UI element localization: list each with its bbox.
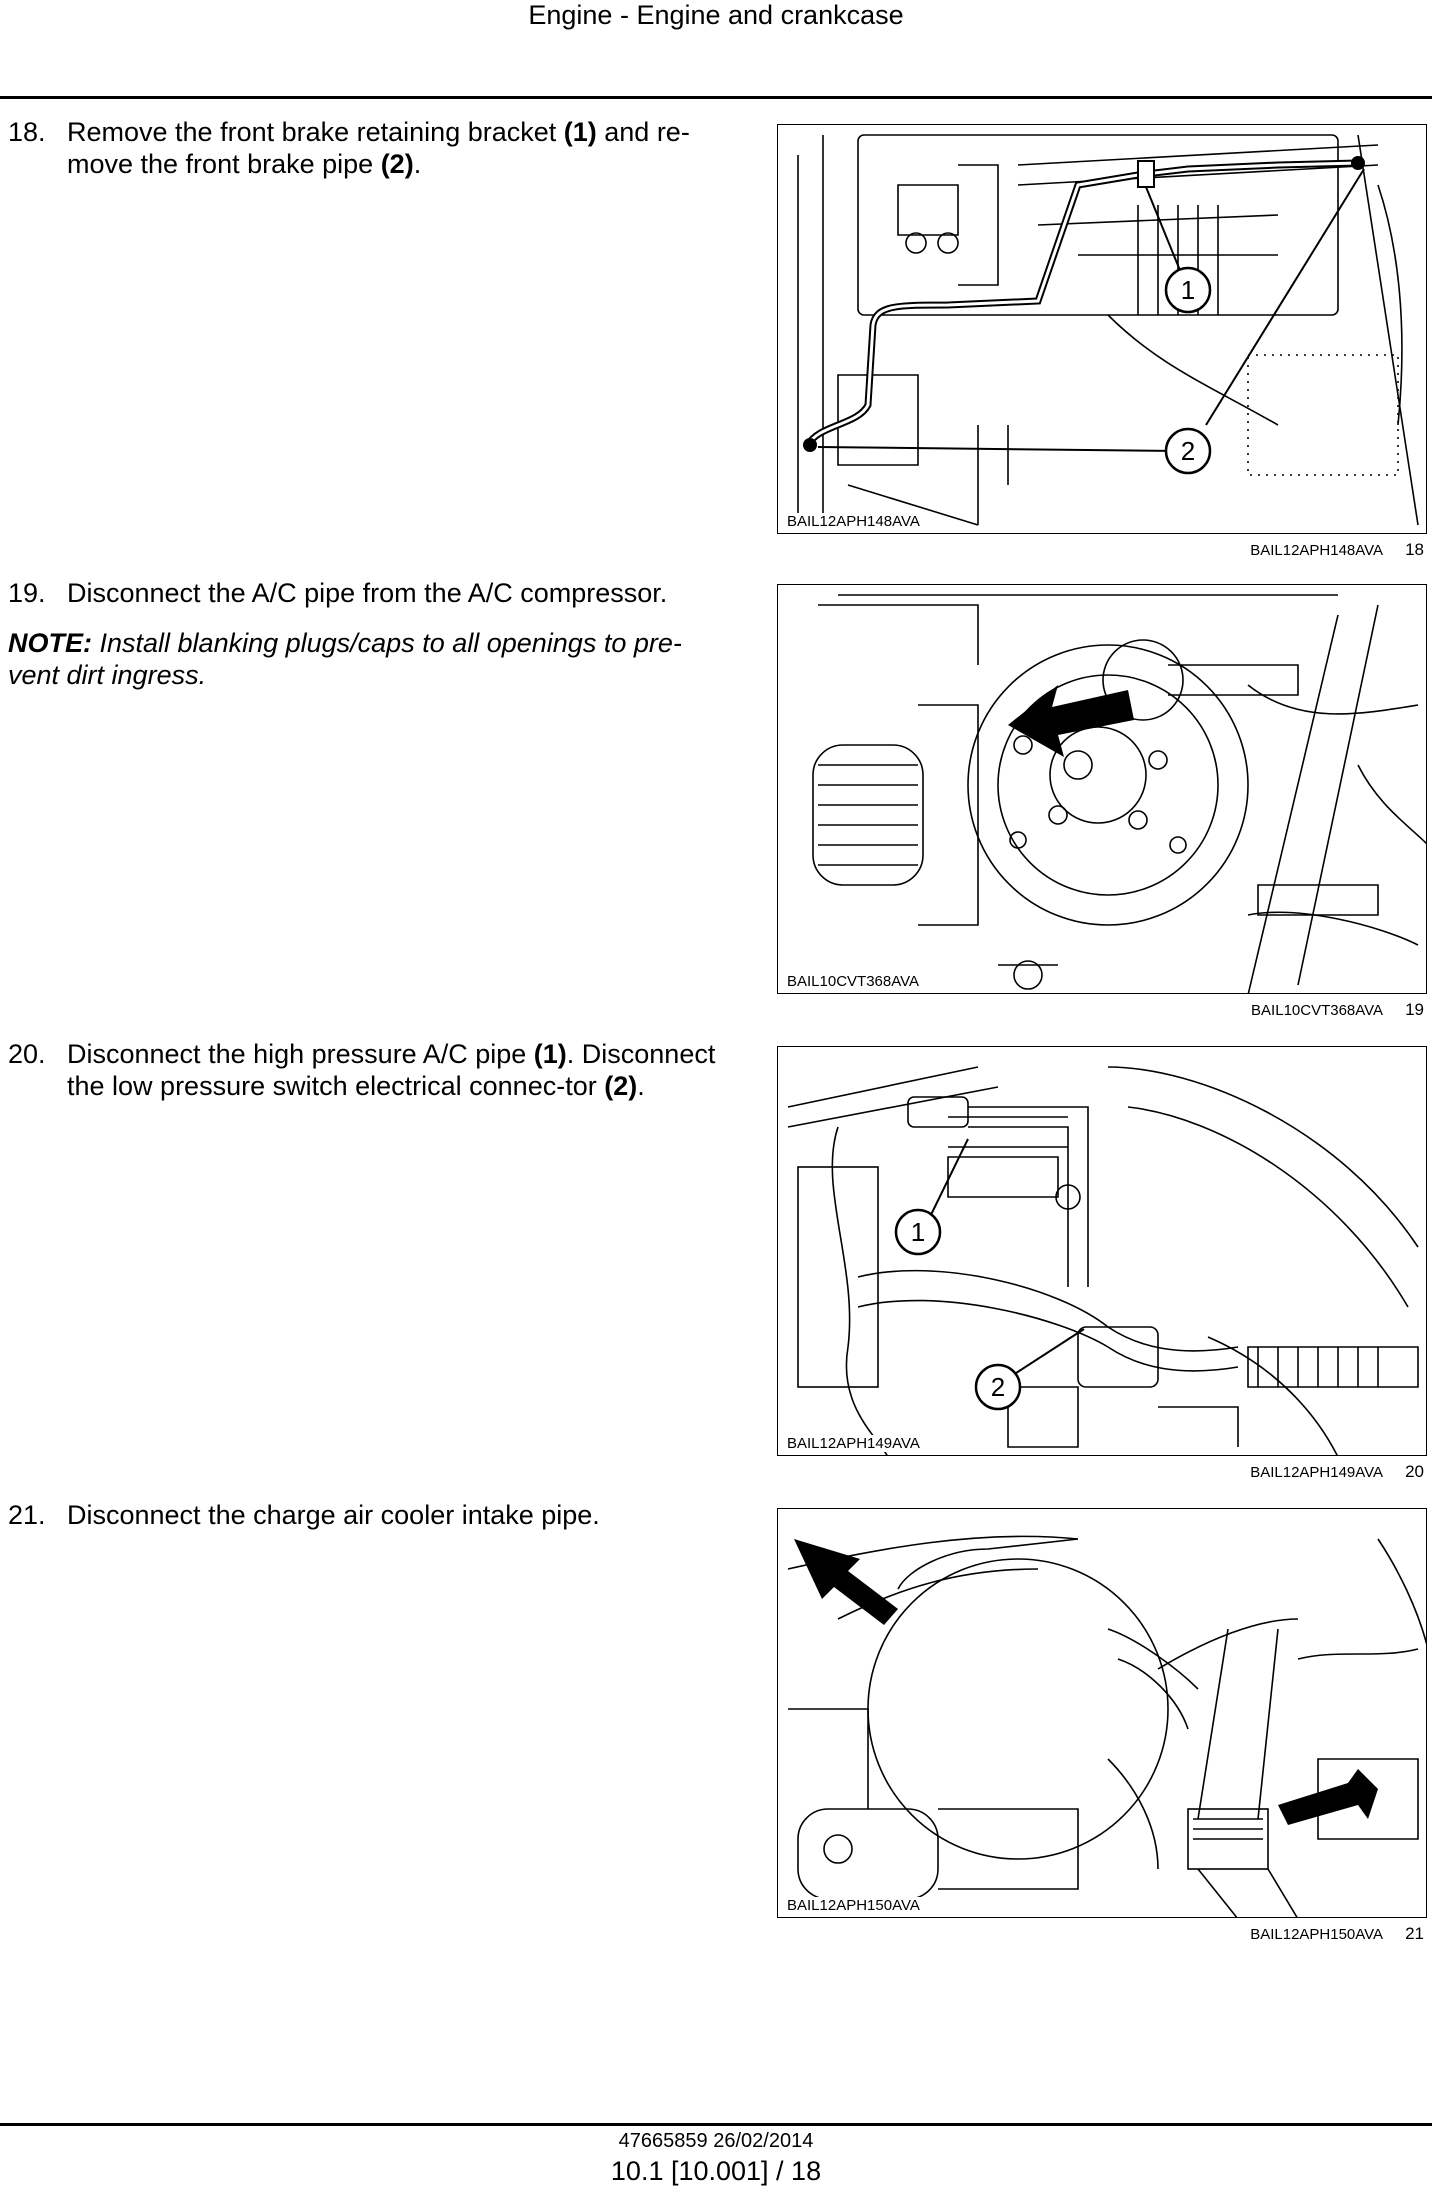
step-number: 20. [8, 1039, 46, 1069]
arrow-icon [794, 1539, 898, 1625]
callout-2: 2 [974, 1363, 1022, 1411]
svg-text:1: 1 [911, 1217, 925, 1247]
header-rule [0, 96, 1432, 99]
step-18: 18. Remove the front brake retaining bra… [8, 116, 720, 180]
figure-code: BAIL12APH150AVA [784, 1897, 923, 1914]
callout-2: 2 [1164, 427, 1212, 475]
step-20: 20. Disconnect the high pressure A/C pip… [8, 1038, 720, 1102]
step-number: 21. [8, 1500, 46, 1530]
page-header-title: Engine - Engine and crankcase [528, 0, 904, 30]
callout-1: 1 [1164, 266, 1212, 314]
step-note: NOTE: Install blanking plugs/caps to all… [8, 628, 682, 690]
figure-21-charge-air-cooler-pipe: BAIL12APH150AVA [777, 1508, 1427, 1918]
step-text: Remove the front brake retaining bracket… [67, 117, 690, 179]
footer-rule [0, 2123, 1432, 2126]
figure-20-illustration: 1 2 [787, 1066, 1419, 1455]
step-21: 21. Disconnect the charge air cooler int… [8, 1499, 720, 1531]
figure-19-illustration [812, 594, 1426, 993]
figure-code: BAIL12APH149AVA [784, 1435, 923, 1452]
step-text: Disconnect the high pressure A/C pipe (1… [67, 1039, 716, 1101]
figure-21-illustration [787, 1535, 1426, 1917]
step-number: 18. [8, 117, 46, 147]
footer-document-id: 47665859 26/02/2014 [618, 2130, 814, 2152]
figure-code: BAIL10CVT368AVA [784, 973, 923, 990]
callout-1: 1 [894, 1208, 942, 1256]
step-text: Disconnect the charge air cooler intake … [67, 1500, 600, 1530]
step-text: Disconnect the A/C pipe from the A/C com… [67, 578, 668, 608]
figure-19-ac-compressor: BAIL10CVT368AVA [777, 584, 1427, 994]
step-19: 19. Disconnect the A/C pipe from the A/C… [8, 577, 720, 691]
figure-18-brake-pipe: 1 2 BAIL12APH148AVA [777, 124, 1427, 534]
figure-20-high-pressure-pipe: 1 2 BAIL12APH149AVA [777, 1046, 1427, 1456]
figure-code: BAIL12APH148AVA [784, 513, 923, 530]
figure-18-illustration: 1 2 [797, 134, 1419, 526]
arrow-icon [1278, 1769, 1378, 1825]
footer-page-number: 10.1 [10.001] / 18 [610, 2156, 822, 2186]
svg-text:1: 1 [1181, 275, 1195, 305]
step-number: 19. [8, 578, 46, 608]
svg-text:2: 2 [1181, 436, 1195, 466]
arrow-icon [1008, 685, 1134, 757]
svg-text:2: 2 [991, 1372, 1005, 1402]
